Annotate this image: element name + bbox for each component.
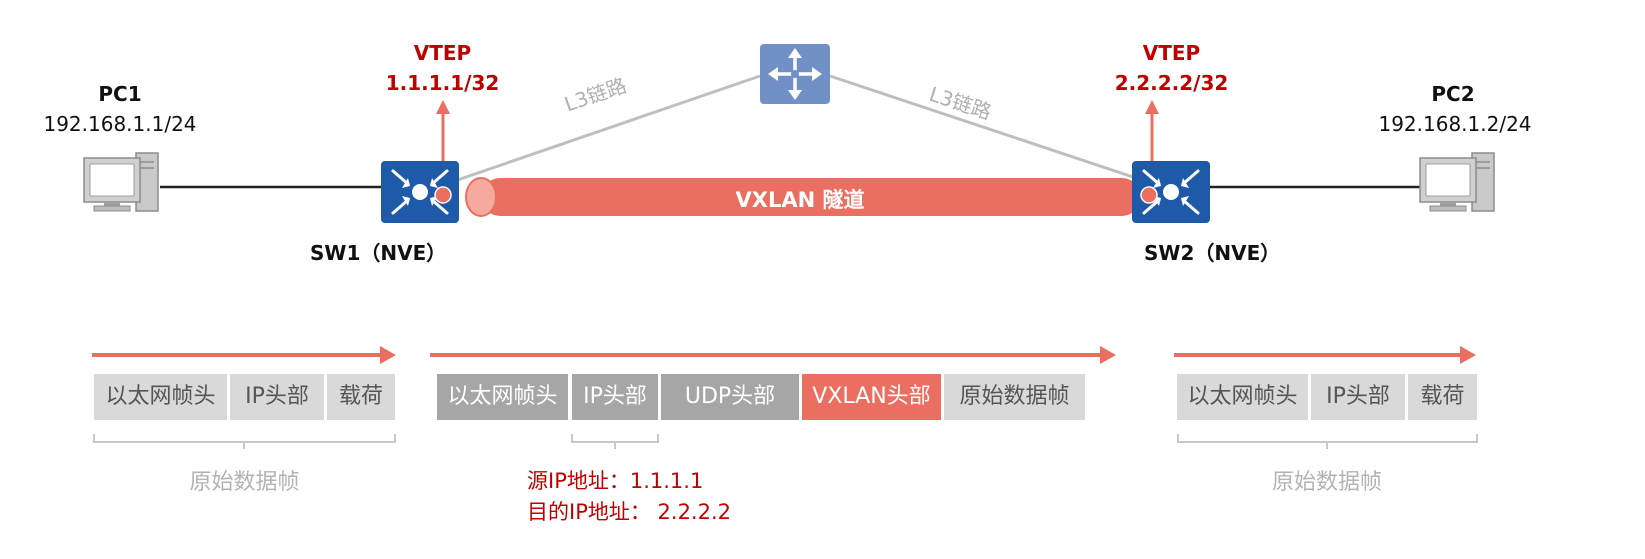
pc2-name: PC2 bbox=[1431, 82, 1475, 106]
vtep2-title: VTEP bbox=[1142, 41, 1201, 65]
direction-arrow-right bbox=[1174, 346, 1476, 364]
frame-middle-eth-header: 以太网帧头 bbox=[437, 374, 568, 420]
frame-middle-vxlan-header: VXLAN头部 bbox=[802, 374, 941, 420]
l3-link-right bbox=[829, 74, 1161, 188]
brace-left bbox=[93, 434, 396, 449]
pc1-computer-icon bbox=[83, 152, 159, 212]
outer-dst-ip: 目的IP地址： 2.2.2.2 bbox=[527, 500, 732, 524]
brace-right bbox=[1177, 434, 1478, 449]
pc2-ip: 192.168.1.2/24 bbox=[1378, 112, 1532, 136]
vxlan-tunnel-label: VXLAN 隧道 bbox=[735, 188, 865, 212]
vtep1-point bbox=[434, 186, 452, 204]
frame-middle-original-frame: 原始数据帧 bbox=[944, 374, 1085, 420]
frame-left-caption: 原始数据帧 bbox=[189, 470, 300, 495]
direction-arrow-middle bbox=[430, 346, 1116, 364]
outer-src-ip: 源IP地址：1.1.1.1 bbox=[527, 469, 704, 493]
vxlan-tunnel bbox=[465, 177, 1141, 217]
brace-middle-ip bbox=[571, 434, 659, 449]
pc1-ip: 192.168.1.1/24 bbox=[43, 112, 197, 136]
sw1-switch-icon bbox=[381, 161, 459, 223]
frame-right-eth-header: 以太网帧头 bbox=[1177, 374, 1308, 420]
sw1-name: SW1（NVE） bbox=[310, 241, 447, 265]
frame-left-payload: 载荷 bbox=[327, 374, 395, 420]
sw2-switch-icon bbox=[1132, 161, 1210, 223]
vtep2-address: 2.2.2.2/32 bbox=[1114, 71, 1229, 95]
vtep1-address: 1.1.1.1/32 bbox=[385, 71, 500, 95]
vtep1-title: VTEP bbox=[413, 41, 472, 65]
frame-middle-udp-header: UDP头部 bbox=[661, 374, 799, 420]
sw2-name: SW2（NVE） bbox=[1144, 241, 1281, 265]
frame-left-ip-header: IP头部 bbox=[230, 374, 324, 420]
vtep2-point bbox=[1140, 186, 1158, 204]
router-icon bbox=[760, 44, 830, 104]
frame-right-payload: 载荷 bbox=[1408, 374, 1477, 420]
pc2-computer-icon bbox=[1419, 152, 1495, 212]
direction-arrow-left bbox=[92, 346, 396, 364]
frame-middle-ip-header: IP头部 bbox=[572, 374, 658, 420]
frame-left-eth-header: 以太网帧头 bbox=[94, 374, 227, 420]
l3-link-left bbox=[439, 74, 761, 188]
frame-right-caption: 原始数据帧 bbox=[1271, 470, 1382, 495]
pc1-name: PC1 bbox=[98, 82, 142, 106]
frame-right-ip-header: IP头部 bbox=[1311, 374, 1405, 420]
